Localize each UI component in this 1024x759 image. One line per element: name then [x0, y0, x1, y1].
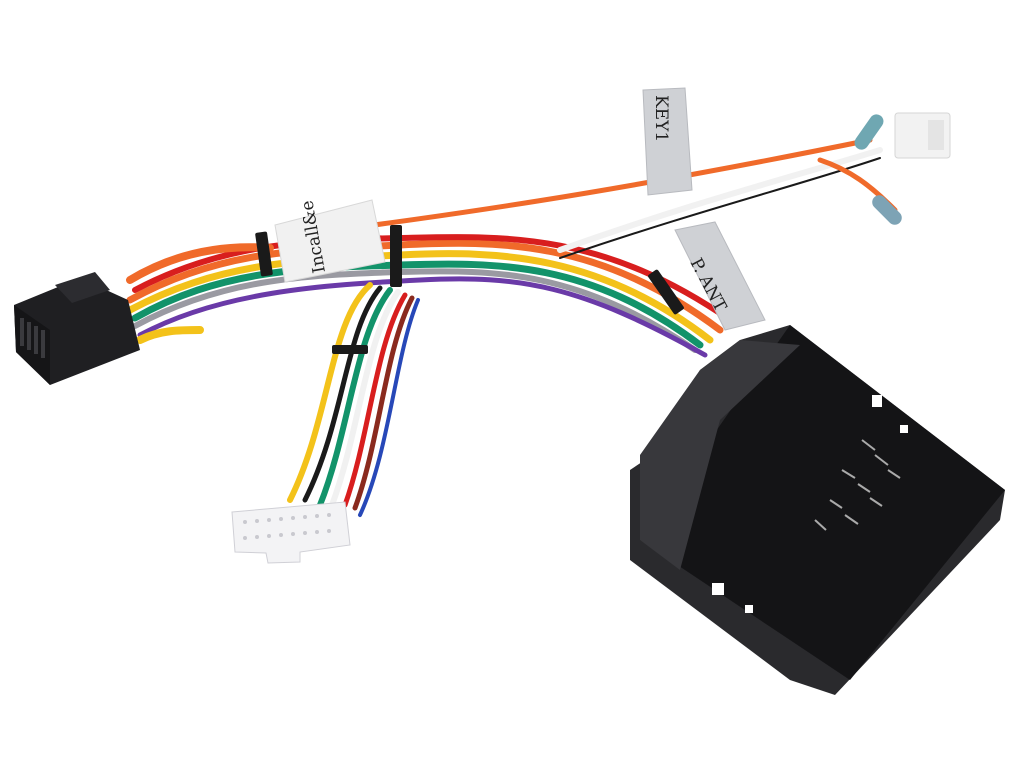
- white-multi-pin-plug: [231, 501, 351, 564]
- cyan-wire-caps: [854, 114, 902, 225]
- key-label-text: KEY1: [651, 95, 671, 142]
- white-key-plug: [894, 112, 951, 159]
- black-iso-plug: [14, 272, 140, 385]
- antenna-label-tag: P. ANT: [674, 221, 766, 331]
- brand-label-tag: Incall&e: [274, 199, 386, 283]
- cable-ties: [255, 225, 684, 354]
- black-quadlock-connector: [630, 325, 1005, 695]
- key-label-tag: KEY1: [642, 87, 693, 196]
